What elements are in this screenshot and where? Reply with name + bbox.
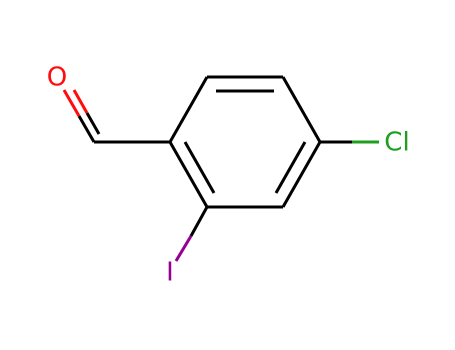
- bond-c6-i-purple: [174, 235, 193, 262]
- double-bond-inner-left: [183, 141, 216, 194]
- bond-ccho-o-double-black: [85, 112, 101, 135]
- bond-c4-c5: [281, 141, 322, 208]
- iodine-label: I: [166, 258, 174, 288]
- bond-ccho-o-double-red: [72, 89, 89, 114]
- bond-c3-c4: [281, 76, 322, 143]
- chlorine-label: Cl: [384, 128, 409, 158]
- oxygen-label: O: [47, 63, 67, 93]
- bond-ccho-o-black: [77, 115, 96, 143]
- bond-ccho-o-red: [62, 89, 81, 117]
- bond-c6-c1: [168, 141, 209, 208]
- bond-c1-c2: [168, 76, 209, 143]
- double-bond-inner-right: [274, 141, 307, 194]
- bond-c6-i-black: [189, 206, 209, 237]
